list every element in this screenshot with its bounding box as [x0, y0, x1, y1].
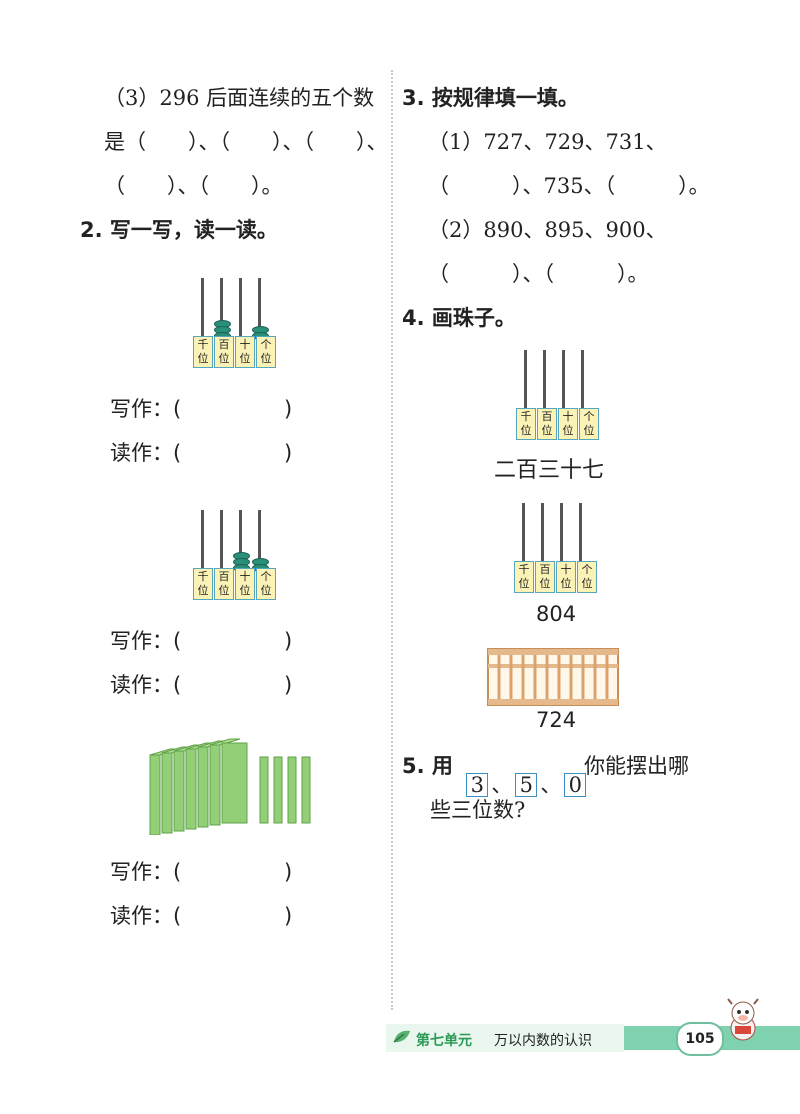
label-tens: 十位 [558, 408, 578, 440]
write-label: 写作：( [110, 397, 182, 421]
read-label: 读作：( [110, 673, 182, 697]
rod-thousands [201, 510, 204, 572]
rod-thousands [524, 350, 527, 412]
digit-card-0: 0 [564, 773, 587, 797]
label-ones: 个位 [256, 568, 276, 600]
close-paren: ) [284, 397, 293, 421]
separator: 、 [540, 773, 562, 797]
label-hundreds: 百位 [214, 336, 234, 368]
place-value-labels: 千位 百位 十位 个位 [193, 568, 277, 600]
rod-ones [258, 510, 261, 572]
write-label: 写作：( [110, 629, 182, 653]
separator: 、 [491, 773, 513, 797]
label-ones: 个位 [577, 561, 597, 593]
q5-suffix: 你能摆出哪 [584, 754, 689, 778]
number-724: 724 [536, 708, 577, 732]
q3-title: 3. 按规律填一填。 [402, 86, 579, 110]
rod-thousands [201, 278, 204, 340]
base-ten-blocks [149, 738, 311, 835]
digit-cards: 3、5、0 [450, 752, 589, 797]
rod-hundreds [220, 278, 223, 340]
hundred-flats [149, 738, 248, 835]
number-in-words: 二百三十七 [494, 458, 605, 483]
q5-prefix: 5. 用 [402, 754, 453, 778]
ten-rods [259, 756, 311, 824]
rod-ones [258, 278, 261, 340]
rod-thousands [522, 503, 525, 565]
label-tens: 十位 [235, 336, 255, 368]
close-paren: ) [284, 673, 293, 697]
cow-mascot-icon [727, 998, 759, 1041]
close-paren: ) [284, 904, 293, 928]
label-thousands: 千位 [193, 336, 213, 368]
q3-2-line2: （ ）、（ ）。 [428, 262, 649, 286]
column-divider [391, 70, 393, 1010]
rod-tens [239, 278, 242, 340]
label-thousands: 千位 [193, 568, 213, 600]
abacus-2: 千位 百位 十位 个位 [193, 510, 276, 610]
q3-part3-line3: （ ）、（ ）。 [104, 174, 283, 198]
q2-title: 2. 写一写，读一读。 [80, 218, 278, 242]
footer-title: 万以内数的认识 [494, 1033, 592, 1049]
rod-hundreds [543, 350, 546, 412]
rod-ones [581, 350, 584, 412]
rod-tens [560, 503, 563, 565]
rod-hundreds [541, 503, 544, 565]
read-label: 读作：( [110, 441, 182, 465]
footer-unit: 第七单元 [416, 1033, 472, 1049]
label-ones: 个位 [256, 336, 276, 368]
q3-part3-line2: 是（ ）、（ ）、（ ）、 [104, 130, 388, 154]
rod-tens [239, 510, 242, 572]
label-hundreds: 百位 [535, 561, 555, 593]
place-value-labels: 千位 百位 十位 个位 [193, 336, 277, 368]
label-hundreds: 百位 [537, 408, 557, 440]
rod-tens [562, 350, 565, 412]
leaf-icon [393, 1030, 410, 1043]
read-label: 读作：( [110, 904, 182, 928]
rod-hundreds [220, 510, 223, 572]
q4-title: 4. 画珠子。 [402, 306, 516, 330]
label-tens: 十位 [235, 568, 255, 600]
suanpan-abacus [487, 648, 619, 706]
page-number: 105 [676, 1022, 724, 1056]
write-label: 写作：( [110, 860, 182, 884]
abacus-blank-1: 千位 百位 十位 个位 [516, 350, 599, 450]
footer-label-bg [386, 1024, 624, 1052]
close-paren: ) [284, 860, 293, 884]
label-thousands: 千位 [514, 561, 534, 593]
label-hundreds: 百位 [214, 568, 234, 600]
label-tens: 十位 [556, 561, 576, 593]
label-thousands: 千位 [516, 408, 536, 440]
abacus-1: 千位 百位 十位 个位 [193, 278, 276, 378]
place-value-labels: 千位 百位 十位 个位 [514, 561, 598, 593]
digit-card-3: 3 [466, 773, 489, 797]
q3-2-line1: （2）890、895、900、 [428, 218, 667, 242]
rod-ones [579, 503, 582, 565]
q3-part3-line1: （3）296 后面连续的五个数 [104, 86, 375, 110]
q3-1-line2: （ ）、735、（ ）。 [428, 174, 710, 198]
close-paren: ) [284, 629, 293, 653]
label-ones: 个位 [579, 408, 599, 440]
number-804: 804 [536, 602, 577, 626]
q3-1-line1: （1）727、729、731、 [428, 130, 667, 154]
q5-line2: 些三位数? [430, 798, 526, 822]
close-paren: ) [284, 441, 293, 465]
digit-card-5: 5 [515, 773, 538, 797]
abacus-blank-2: 千位 百位 十位 个位 [514, 503, 597, 603]
place-value-labels: 千位 百位 十位 个位 [516, 408, 600, 440]
